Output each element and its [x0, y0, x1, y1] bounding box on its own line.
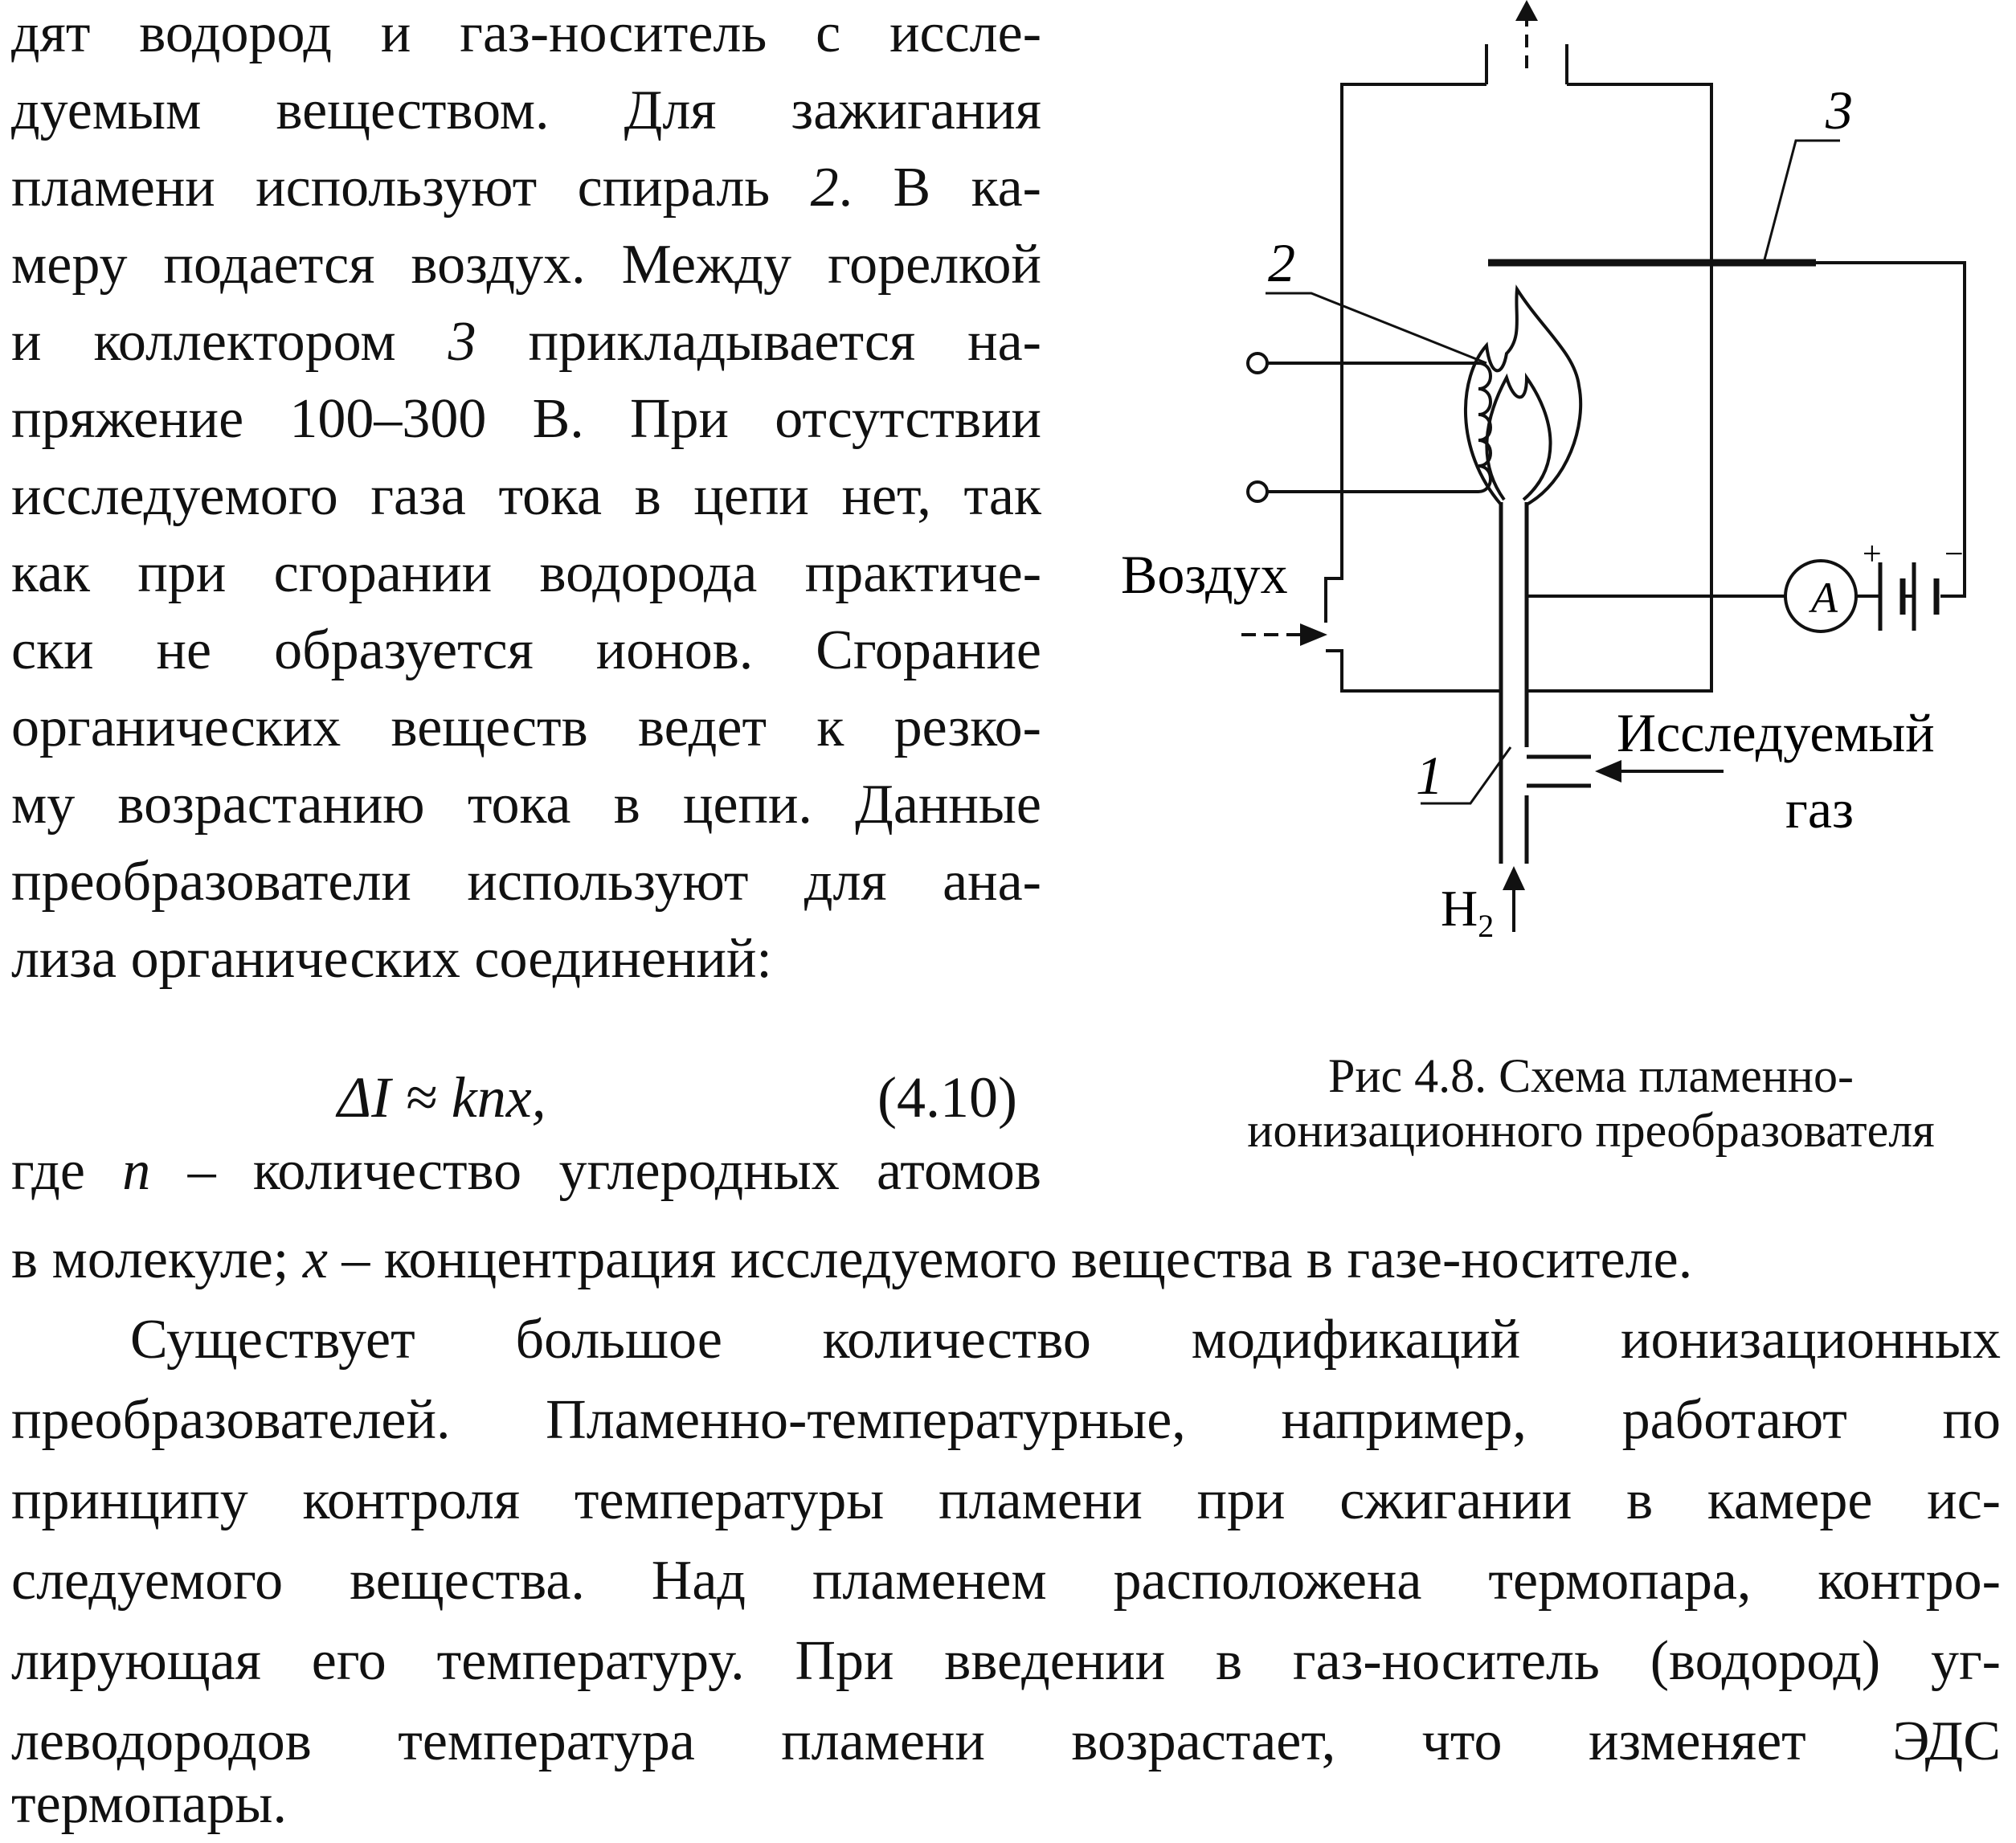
- text-line: пламени используют спираль 2. В ка-: [11, 157, 1041, 219]
- text-line: преобразователи используют для ана-: [11, 851, 1041, 913]
- sample-gas-label-line1: Исследуемый: [1617, 702, 1935, 763]
- paragraph-line: леводородов температура пламени возраста…: [11, 1710, 2001, 1772]
- air-arrowhead: [1300, 623, 1327, 646]
- text-line: пряжение 100–300 В. При отсутствии: [11, 388, 1041, 450]
- paragraph-line: принципу контроля температуры пламени пр…: [11, 1469, 2001, 1531]
- terminal: [1246, 352, 1269, 374]
- label-2: 2: [1268, 232, 1295, 293]
- paragraph-line: следуемого вещества. Над пламенем распол…: [11, 1550, 2001, 1612]
- leader-line-2: [1266, 292, 1487, 365]
- chamber-wall: [1324, 83, 1486, 623]
- flame-outer: [1464, 284, 1583, 506]
- text-line: му возрастанию тока в цепи. Данные: [11, 774, 1041, 836]
- label-3: 3: [1825, 80, 1853, 141]
- text-line: исследуемого газа тока в цепи нет, так: [11, 465, 1041, 527]
- text-line: как при сгорании водорода практиче-: [11, 542, 1041, 604]
- text-line: ски не образуется ионов. Сгорание: [11, 619, 1041, 681]
- continuation-line: в молекуле; x – концентрация исследуемог…: [11, 1228, 1693, 1290]
- battery-minus-label: −: [1944, 536, 1964, 573]
- chamber-wall: [1326, 649, 1501, 693]
- text-line: дят водород и газ-носитель с иссле-: [11, 2, 1041, 64]
- paragraph-line: Существует большое количество модификаци…: [130, 1309, 2001, 1371]
- paragraph-line: термопары.: [11, 1773, 287, 1835]
- battery-plus-label: +: [1863, 536, 1882, 573]
- figure-caption-line2: ионизационного преобразователя: [1247, 1104, 1935, 1157]
- text-line: и коллектором 3 прикладывается на-: [11, 311, 1041, 373]
- flame-ionization-diagram: Воздух Исследуемый газ H2 1 2 3 A + −: [1121, 0, 1966, 944]
- text-line: дуемым веществом. Для зажигания: [11, 80, 1041, 141]
- leader-line-3: [1762, 139, 1840, 264]
- sample-gas-label-line2: газ: [1785, 778, 1854, 840]
- terminal: [1246, 480, 1269, 503]
- ignition-coil: [1478, 362, 1492, 493]
- formula-number: (4.10): [877, 1065, 1017, 1130]
- chamber-wall: [1527, 83, 1713, 693]
- flame-inner: [1485, 372, 1552, 501]
- text-line: органических веществ ведет к резко-: [11, 697, 1041, 758]
- exhaust-arrowhead: [1515, 0, 1538, 21]
- ammeter: [1784, 559, 1858, 633]
- gas-arrowhead: [1595, 760, 1621, 783]
- text-line: лиза органических соединений:: [11, 928, 772, 990]
- formula-expression: ΔI ≈ knx,: [337, 1065, 546, 1130]
- h2-arrowhead: [1503, 866, 1525, 890]
- circuit-wire: [1816, 261, 1966, 598]
- where-line: где n – количество углеродных атомов: [11, 1140, 1041, 1202]
- h2-label: H2: [1441, 880, 1494, 944]
- ammeter-label: A: [1809, 574, 1838, 622]
- label-1: 1: [1416, 745, 1443, 806]
- figure-caption-line1: Рис 4.8. Схема пламенно-: [1328, 1049, 1854, 1102]
- paragraph-line: лирующая его температуру. При введении в…: [11, 1630, 2001, 1692]
- text-line: меру подается воздух. Между горелкой: [11, 234, 1041, 296]
- leader-line-1: [1421, 746, 1512, 805]
- air-label: Воздух: [1121, 544, 1288, 605]
- paragraph-line: преобразователей. Пламенно-температурные…: [11, 1389, 2001, 1451]
